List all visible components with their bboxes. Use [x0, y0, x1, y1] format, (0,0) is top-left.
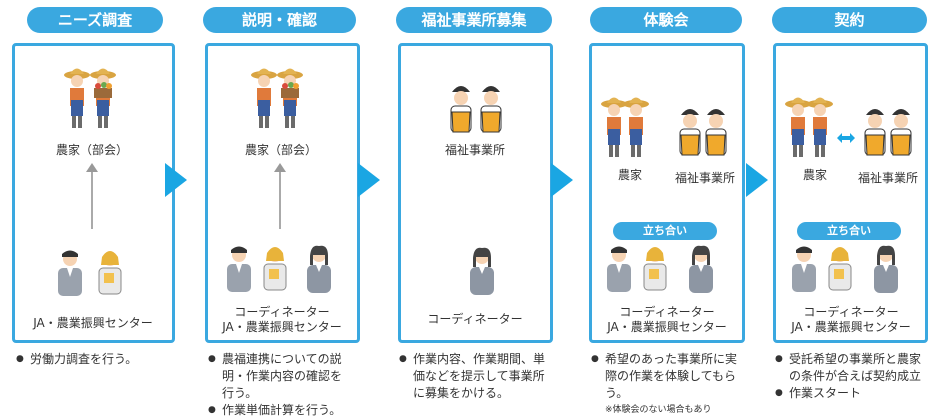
step-notes-needs-survey: 労働力調査を行う。	[16, 351, 176, 368]
label-welfare-office: 福祉事業所	[857, 171, 918, 185]
witness-badge: 立ち合い	[797, 222, 901, 240]
step-title-needs-survey: ニーズ調査	[27, 7, 163, 33]
label-ja-center: JA・農業振興センター	[607, 320, 727, 334]
step-title-contract: 契約	[772, 7, 927, 33]
flow-arrow-icon	[358, 163, 380, 197]
label-coordinator: コーディネーター	[619, 305, 715, 319]
farmer-couple-illustration	[64, 68, 116, 128]
step-notes-contract: 受託希望の事業所と農家の条件が合えば契約成立 作業スタート	[775, 351, 927, 402]
welfare-workers-illustration	[450, 85, 502, 133]
flow-arrow-icon	[551, 163, 573, 197]
label-coordinator: コーディネーター	[427, 312, 523, 326]
flow-arrow-icon	[165, 163, 187, 197]
label-welfare-office: 福祉事業所	[674, 171, 735, 185]
bullet-item: 受託希望の事業所と農家の条件が合えば契約成立	[775, 351, 927, 385]
bullet-item: 作業単価計算を行う。	[208, 402, 353, 419]
coordinator-ja-illustration	[792, 245, 898, 293]
step-title-trial-session: 体験会	[590, 7, 742, 33]
ja-staff-illustration	[58, 250, 122, 296]
up-arrow-icon	[274, 163, 286, 229]
flow-arrow-icon	[746, 163, 768, 197]
step-notes-explain-confirm: 農福連携についての説明・作業内容の確認を行う。 作業単価計算を行う。	[208, 351, 353, 419]
label-welfare-office: 福祉事業所	[444, 143, 505, 157]
coordinator-ja-illustration	[607, 245, 713, 293]
step-panel-trial-session	[589, 43, 745, 343]
label-farmer: 農家	[802, 168, 827, 182]
welfare-workers-illustration	[679, 108, 727, 156]
double-arrow-icon	[837, 133, 855, 143]
step-panel-needs-survey	[12, 43, 175, 343]
welfare-workers-illustration	[864, 108, 912, 156]
coordinator-illustration	[470, 247, 494, 295]
footnote: ※体験会のない場合もあり	[605, 405, 712, 415]
bullet-item: 作業内容、作業期間、単価などを提示して事業所に募集をかける。	[399, 351, 549, 402]
label-farmer: 農家	[617, 168, 642, 182]
bullet-item: 労働力調査を行う。	[16, 351, 176, 368]
step-panel-contract	[773, 43, 928, 343]
bullet-item: 作業スタート	[775, 385, 927, 402]
step-notes-recruit-welfare: 作業内容、作業期間、単価などを提示して事業所に募集をかける。	[399, 351, 549, 402]
step-title-recruit-welfare: 福祉事業所募集	[396, 7, 552, 33]
label-ja-center: JA・農業振興センター	[791, 320, 911, 334]
label-farmer-group: 農家（部会）	[244, 143, 317, 157]
farmer-couple-illustration	[601, 97, 649, 157]
farmer-couple-illustration	[785, 97, 833, 157]
label-ja-center: JA・農業振興センター	[33, 316, 153, 330]
bullet-item: 希望のあった事業所に実際の作業を体験してもらう。	[591, 351, 741, 402]
witness-badge: 立ち合い	[613, 222, 717, 240]
farmer-couple-illustration	[251, 68, 303, 128]
label-ja-center: JA・農業振興センター	[222, 320, 342, 334]
step-title-explain-confirm: 説明・確認	[203, 7, 356, 33]
step-notes-trial-session: 希望のあった事業所に実際の作業を体験してもらう。 ※体験会のない場合もあり	[591, 351, 741, 419]
label-coordinator: コーディネーター	[234, 305, 330, 319]
bullet-item: 農福連携についての説明・作業内容の確認を行う。	[208, 351, 353, 402]
label-farmer-group: 農家（部会）	[55, 143, 128, 157]
coordinator-ja-illustration	[227, 245, 331, 293]
up-arrow-icon	[86, 163, 98, 229]
label-coordinator: コーディネーター	[803, 305, 899, 319]
